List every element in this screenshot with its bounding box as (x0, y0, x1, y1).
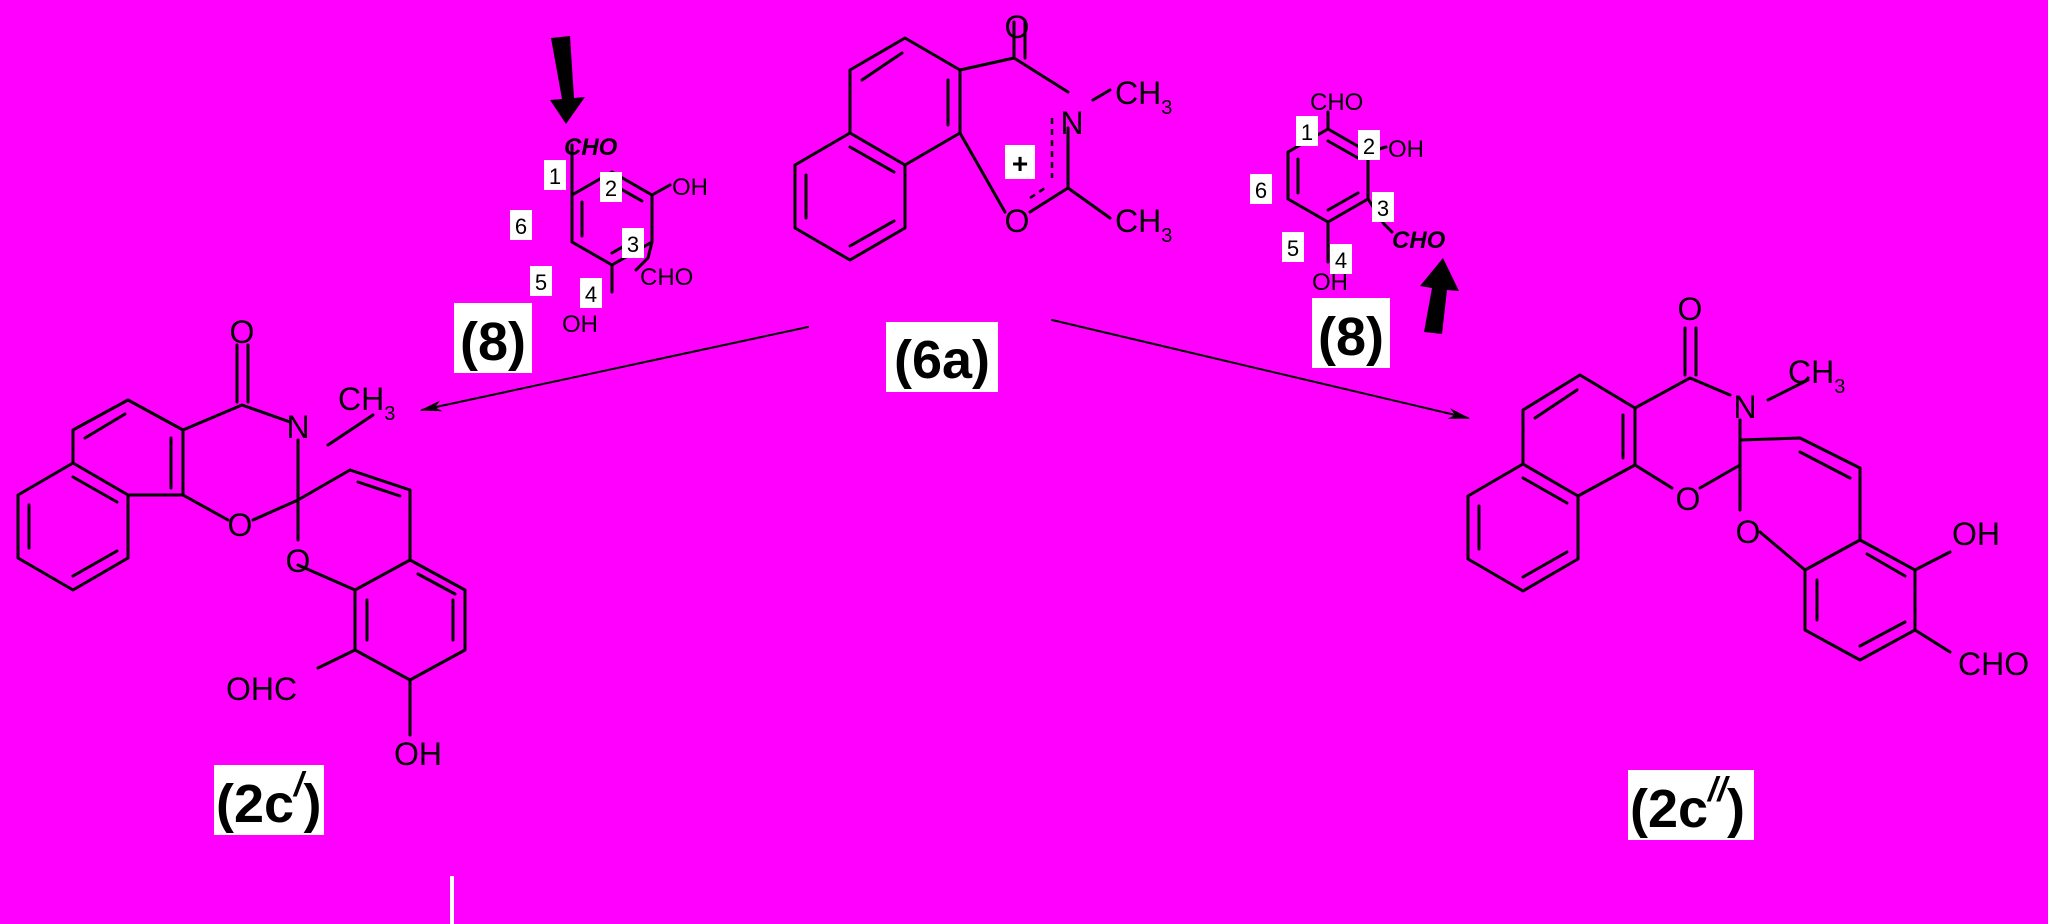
cho-position-3-left: CHO (640, 264, 693, 291)
atom-ring-oxygen-2cp: O (228, 507, 253, 543)
position-2-left: 2 (605, 176, 617, 201)
position-4-left: 4 (585, 282, 597, 307)
atom-ring-oxygen: O (1005, 203, 1030, 239)
atom-pyran-oxygen-2cp: O (286, 543, 311, 579)
atom-ring-oxygen-2cdp: O (1676, 481, 1701, 517)
attack-arrow-right (1420, 258, 1459, 334)
position-1-right: 1 (1301, 120, 1313, 145)
methyl-n-label-2cp: CH3 (338, 381, 395, 425)
attack-arrow-left (550, 36, 585, 124)
compound-2c-double-prime: O N O O CH3 OH CHO (1466, 291, 2029, 682)
charge-box (1005, 145, 1035, 179)
compound-label-6a: (6a) (894, 330, 990, 390)
cho-position-1-right: CHO (1310, 89, 1363, 116)
compound-8-left: CHO OH CHO OH 1 2 3 4 5 6 (510, 134, 708, 338)
reaction-arrow-right (1051, 319, 1471, 419)
white-marker-line (450, 876, 454, 924)
compound-label-2c-double-prime: (2c//) (1630, 771, 1745, 839)
position-3-left: 3 (627, 232, 639, 257)
compound-label-2c-prime: (2c/) (216, 766, 321, 834)
cho-group-2cdp: CHO (1958, 646, 2029, 682)
atom-nitrogen-2cdp: N (1733, 389, 1756, 425)
cho-reactive-left: CHO (564, 134, 618, 161)
compound-6a: + O N O CH3 CH3 (793, 9, 1172, 262)
methyl-n-label-2cdp: CH3 (1788, 354, 1845, 398)
atom-pyran-oxygen-2cdp: O (1736, 514, 1761, 550)
atom-carbonyl-oxygen: O (1005, 9, 1030, 45)
atom-nitrogen-2cp: N (286, 409, 309, 445)
position-5-left: 5 (535, 270, 547, 295)
label-box-8-left (454, 303, 532, 373)
position-6-left: 6 (515, 214, 527, 239)
label-box-8-right (1312, 298, 1390, 368)
atom-carbonyl-oxygen-2cp: O (230, 314, 255, 350)
position-3-right: 3 (1377, 196, 1389, 221)
oh-position-2-left: OH (672, 174, 708, 201)
cho-reactive-right: CHO (1392, 227, 1446, 254)
position-4-right: 4 (1335, 248, 1347, 273)
position-2-right: 2 (1363, 134, 1375, 159)
methyl-n-label: CH3 (1115, 75, 1172, 119)
position-1-left: 1 (549, 164, 561, 189)
atom-carbonyl-oxygen-2cdp: O (1678, 291, 1703, 327)
position-6-right: 6 (1255, 178, 1267, 203)
label-box-2c-prime (214, 765, 324, 835)
methyl-c-label: CH3 (1115, 203, 1172, 247)
compound-label-8-right: (8) (1318, 307, 1384, 367)
atom-nitrogen: N (1060, 105, 1083, 141)
reaction-arrow-left (419, 326, 809, 412)
oh-group-2cdp: OH (1952, 516, 2000, 552)
compound-2c-prime: O N O O CH3 OHC OH (16, 314, 467, 772)
compound-label-8-left: (8) (460, 312, 526, 372)
compound-8-right: CHO OH CHO OH 1 2 3 4 5 6 (1250, 89, 1446, 296)
position-5-right: 5 (1287, 236, 1299, 261)
label-box-6a (886, 322, 998, 392)
oh-position-4-left: OH (562, 311, 598, 338)
oh-position-2-right: OH (1388, 136, 1424, 163)
label-box-2c-double-prime (1628, 770, 1754, 840)
oh-group-2cp: OH (394, 736, 442, 772)
ohc-group-2cp: OHC (226, 671, 297, 707)
positive-charge: + (1012, 148, 1028, 179)
